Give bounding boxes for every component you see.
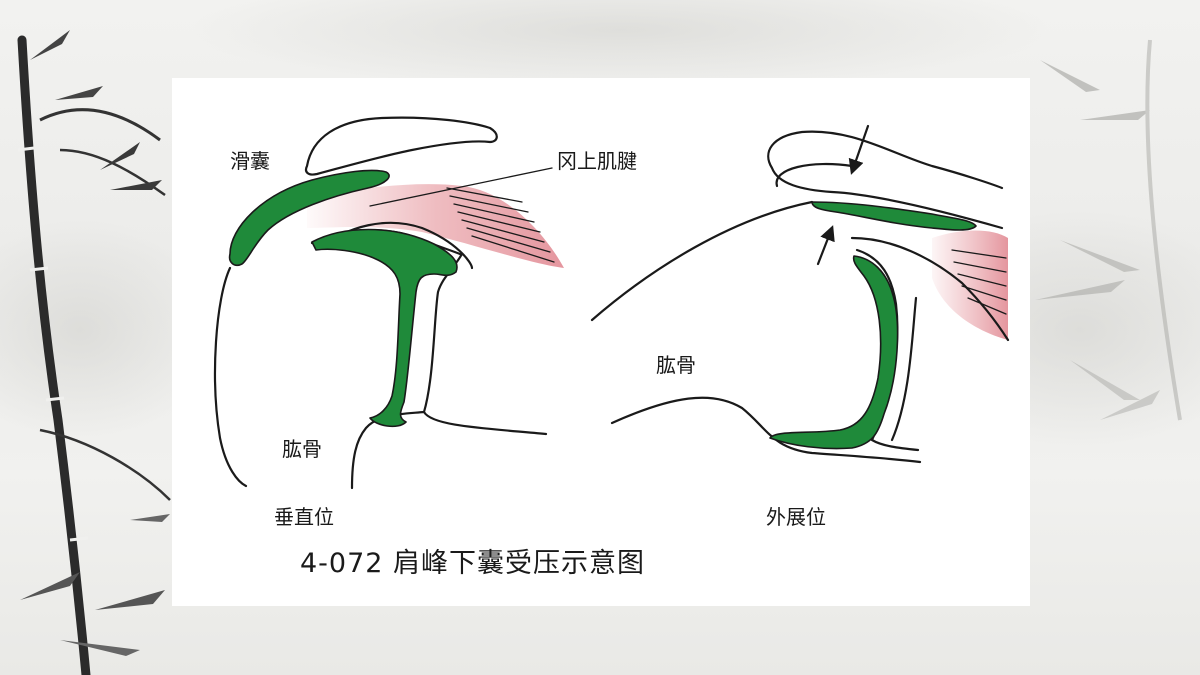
right-humerus-outline <box>590 200 1010 464</box>
figure-caption: 4-072 肩峰下囊受压示意图 <box>300 548 645 579</box>
right-humerus-label: 肱骨 <box>656 353 696 377</box>
left-acromion <box>304 116 498 176</box>
bamboo-leaves-icon <box>1035 39 1182 421</box>
right-articular-cartilage <box>769 255 899 450</box>
right-tendon-fibers <box>951 249 1007 315</box>
left-panel-vertical: 滑囊 冈上肌腱 肱骨 垂直位 <box>213 116 637 529</box>
upward-pressure-arrow <box>816 225 835 266</box>
left-tendon-pointer <box>369 167 553 207</box>
vertical-position-label: 垂直位 <box>274 505 334 529</box>
bursa-label: 滑囊 <box>230 149 270 173</box>
downward-pressure-arrow <box>848 124 870 175</box>
right-acromion-inner <box>775 162 854 188</box>
supraspinatus-tendon-label: 冈上肌腱 <box>557 149 637 173</box>
bamboo-stalk-icon <box>17 30 171 675</box>
right-compressed-bursa <box>811 201 977 231</box>
left-bursa <box>228 169 390 267</box>
anatomy-figure-card: 滑囊 冈上肌腱 肱骨 垂直位 <box>172 78 1030 606</box>
subacromial-bursa-diagram: 滑囊 冈上肌腱 肱骨 垂直位 <box>213 116 1010 579</box>
right-acromion <box>767 130 1004 230</box>
left-humerus-label: 肱骨 <box>282 437 322 461</box>
right-panel-abducted: 肱骨 外展位 <box>590 124 1010 529</box>
left-articular-cartilage <box>311 228 458 428</box>
abducted-position-label: 外展位 <box>766 505 826 529</box>
left-tendon-fibers <box>446 187 555 263</box>
